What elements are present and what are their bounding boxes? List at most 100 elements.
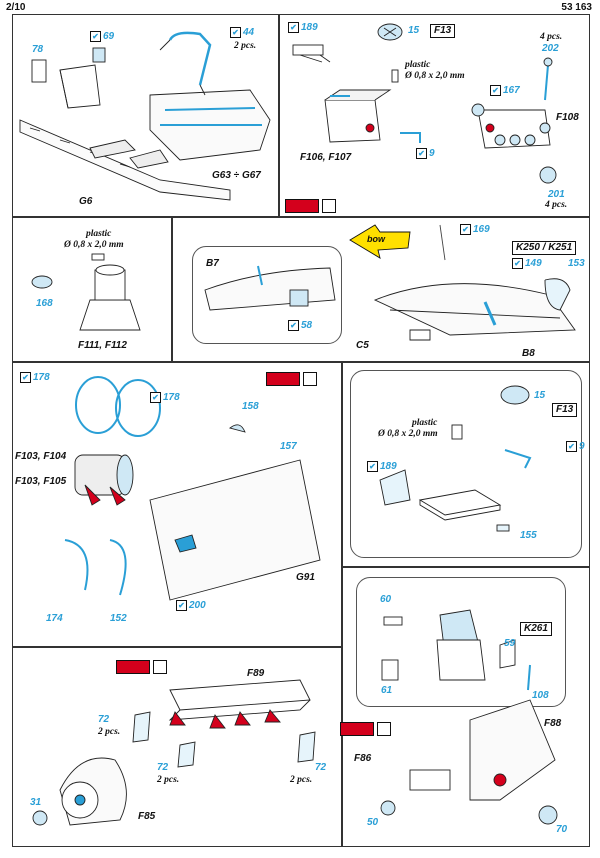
- plastic-dimension: Ø 0,8 x 2,0 mm: [405, 71, 465, 81]
- part-number: 189: [380, 461, 397, 473]
- check-icon: ✔: [176, 600, 187, 611]
- part-152-label: 152: [110, 613, 127, 624]
- part-k261-box: K261: [520, 622, 552, 636]
- part-169-label: ✔169: [460, 224, 490, 235]
- check-icon: ✔: [460, 224, 471, 235]
- part-44-label: ✔44: [230, 27, 254, 38]
- part-g63-label: G63 ÷ G67: [212, 170, 261, 181]
- part-72b-quantity: 2 pcs.: [157, 775, 180, 785]
- check-icon: ✔: [288, 22, 299, 33]
- plastic-dimension: Ø 0,8 x 2,0 mm: [378, 429, 438, 439]
- part-9-label: ✔9: [566, 441, 585, 452]
- part-72b-label: 72: [157, 762, 169, 773]
- part-202-label: 202: [542, 43, 559, 54]
- part-44-quantity: 2 pcs.: [234, 41, 257, 51]
- part-178b-label: ✔178: [150, 392, 180, 403]
- check-icon: ✔: [367, 461, 378, 472]
- check-icon: ✔: [566, 441, 577, 452]
- part-f88-label: F88: [544, 718, 562, 729]
- part-number: 189: [301, 22, 318, 34]
- part-number: 167: [503, 85, 520, 97]
- paint-icon: [153, 660, 167, 674]
- part-9-label: ✔9: [416, 148, 435, 159]
- part-number: 149: [525, 258, 542, 270]
- part-k250-box: K250 / K251: [512, 241, 577, 255]
- part-108-label: 108: [532, 690, 549, 701]
- part-153-label: 153: [568, 258, 585, 269]
- part-g91-label: G91: [296, 572, 315, 583]
- part-c5-label: C5: [356, 340, 369, 351]
- part-61-label: 61: [381, 685, 393, 696]
- part-58-label: ✔58: [288, 320, 312, 331]
- panel-3: [12, 217, 172, 362]
- red-color-swatch: [266, 372, 300, 386]
- panel-4: [172, 217, 590, 362]
- part-f111-label: F111, F112: [78, 340, 127, 351]
- part-59-label: 59: [504, 638, 516, 649]
- part-155-label: 155: [520, 530, 537, 541]
- check-icon: ✔: [90, 31, 101, 42]
- part-15-label: 15: [534, 390, 546, 401]
- red-color-swatch: [285, 199, 319, 213]
- part-g6-label: G6: [79, 196, 93, 207]
- part-number: 9: [579, 441, 585, 453]
- part-200-label: ✔200: [176, 600, 206, 611]
- panel-1: [12, 14, 279, 217]
- part-50-label: 50: [367, 817, 379, 828]
- part-167-label: ✔167: [490, 85, 520, 96]
- part-f89-label: F89: [247, 668, 265, 679]
- inset-f13: [350, 370, 582, 558]
- part-f106-label: F106, F107: [300, 152, 352, 163]
- red-color-swatch: [340, 722, 374, 736]
- part-72c-label: 72: [315, 762, 327, 773]
- part-189-label: ✔189: [288, 22, 318, 33]
- part-number: 69: [103, 31, 115, 43]
- part-78-label: 78: [32, 44, 44, 55]
- part-number: 178: [163, 392, 180, 404]
- part-158-label: 158: [242, 401, 259, 412]
- check-icon: ✔: [490, 85, 501, 96]
- part-157-label: 157: [280, 441, 297, 452]
- part-168-label: 168: [36, 298, 53, 309]
- part-174-label: 174: [46, 613, 63, 624]
- plastic-note: plastic: [412, 418, 438, 428]
- panel-8: [12, 647, 342, 847]
- inset-k261: [356, 577, 566, 707]
- check-icon: ✔: [416, 148, 427, 159]
- part-f13-box: F13: [552, 403, 578, 417]
- check-icon: ✔: [288, 320, 299, 331]
- part-72c-quantity: 2 pcs.: [290, 775, 313, 785]
- part-60-label: 60: [380, 594, 392, 605]
- part-f85-label: F85: [138, 811, 156, 822]
- part-69-label: ✔69: [90, 31, 114, 42]
- plastic-dimension: Ø 0,8 x 2,0 mm: [64, 240, 124, 250]
- part-31-label: 31: [30, 797, 42, 808]
- part-f108-label: F108: [556, 112, 579, 123]
- panel-5: [12, 362, 342, 647]
- part-189-label: ✔189: [367, 461, 397, 472]
- paint-icon: [322, 199, 336, 213]
- part-number: 169: [473, 224, 490, 236]
- panel-6: [342, 362, 590, 567]
- part-f105-label: F103, F105: [15, 476, 67, 487]
- inset-b7: [192, 246, 342, 344]
- paint-icon: [303, 372, 317, 386]
- panel-2: [279, 14, 590, 217]
- part-178a-label: ✔178: [20, 372, 50, 383]
- part-70-label: 70: [556, 824, 568, 835]
- red-color-swatch: [116, 660, 150, 674]
- check-icon: ✔: [230, 27, 241, 38]
- part-149-label: ✔149: [512, 258, 542, 269]
- part-72a-label: 72: [98, 714, 110, 725]
- sheet-code: 53 163: [561, 2, 592, 13]
- part-number: 200: [189, 600, 206, 612]
- plastic-note: plastic: [405, 60, 431, 70]
- part-72a-quantity: 2 pcs.: [98, 727, 121, 737]
- part-number: 44: [243, 27, 255, 39]
- part-f13-box: F13: [430, 24, 456, 38]
- part-f103-label: F103, F104: [15, 451, 67, 462]
- plastic-note: plastic: [86, 229, 112, 239]
- part-f86-label: F86: [354, 753, 372, 764]
- check-icon: ✔: [150, 392, 161, 403]
